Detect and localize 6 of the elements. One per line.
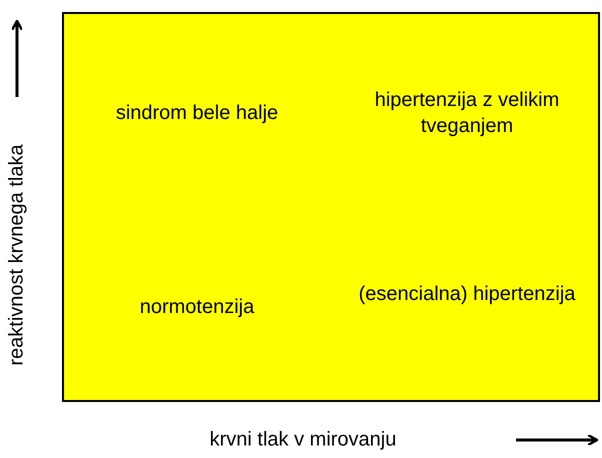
quadrant-label: hipertenzija z velikim tveganjem [374, 88, 560, 139]
axis-label: reaktivnost krvnega tlaka [6, 144, 28, 366]
quadrant-label: sindrom bele halje [114, 101, 280, 126]
quadrant-label: normotenzija [138, 295, 256, 320]
quadrant-label: (esencialna) hipertenzija [358, 282, 576, 307]
axis-label: krvni tlak v mirovanju [210, 428, 396, 452]
